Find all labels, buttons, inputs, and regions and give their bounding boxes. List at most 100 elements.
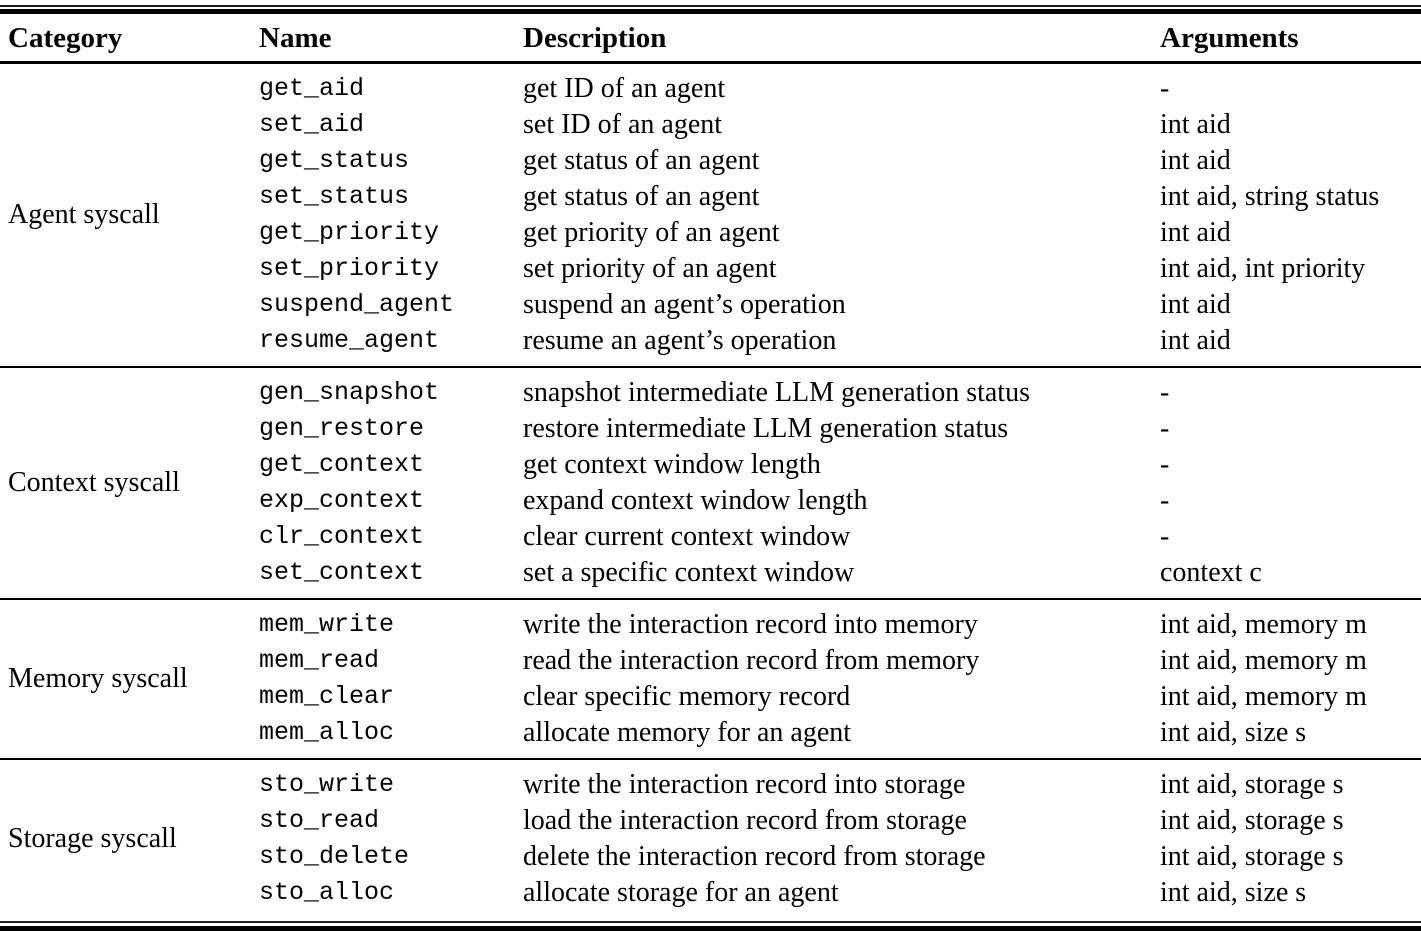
table-row: Memory syscall mem_write write the inter… <box>0 599 1421 694</box>
syscall-name: get_priority <box>259 218 440 247</box>
syscall-arguments: int aid, size s <box>1160 717 1307 748</box>
syscall-arguments: int aid <box>1160 145 1231 176</box>
syscall-description: get status of an agent <box>523 181 760 212</box>
syscall-arguments: int aid, int priority <box>1160 253 1366 284</box>
syscall-name: gen_snapshot <box>259 378 440 407</box>
syscall-name: get_aid <box>259 74 365 103</box>
syscall-name: clr_context <box>259 522 425 551</box>
syscall-arguments: int aid, storage s <box>1160 841 1344 872</box>
section-memory-syscall: Memory syscall mem_write write the inter… <box>0 599 1421 759</box>
syscall-arguments: int aid, memory m <box>1160 609 1367 640</box>
category-cell: Memory syscall <box>8 663 188 694</box>
column-header-description: Description <box>523 14 1160 64</box>
table-row: mem_read read the interaction record fro… <box>0 643 1421 679</box>
syscall-description: set ID of an agent <box>523 109 723 140</box>
column-header-arguments: Arguments <box>1160 14 1421 64</box>
top-rule-thick <box>0 9 1421 14</box>
syscall-description: set priority of an agent <box>523 253 777 284</box>
syscall-name: mem_write <box>259 610 395 639</box>
category-cell: Context syscall <box>8 467 180 498</box>
table-row: set_priority set priority of an agent in… <box>0 251 1421 287</box>
syscall-description: resume an agent’s operation <box>523 325 837 356</box>
syscall-description: get priority of an agent <box>523 217 780 248</box>
table-header-row: Category Name Description Arguments <box>0 14 1421 64</box>
syscall-arguments: int aid <box>1160 217 1231 248</box>
syscall-name: set_context <box>259 558 425 587</box>
syscall-arguments: int aid, size s <box>1160 877 1307 908</box>
bottom-rule-thick <box>0 926 1421 931</box>
syscall-description: read the interaction record from memory <box>523 645 980 676</box>
syscall-name: sto_write <box>259 770 395 799</box>
syscall-name: set_aid <box>259 110 365 139</box>
syscall-name: set_priority <box>259 254 440 283</box>
table-row: sto_delete delete the interaction record… <box>0 839 1421 875</box>
syscall-name: exp_context <box>259 486 425 515</box>
syscall-arguments: context c <box>1160 557 1262 588</box>
syscall-description: allocate memory for an agent <box>523 717 852 748</box>
syscall-name: get_status <box>259 146 410 175</box>
table-row: gen_restore restore intermediate LLM gen… <box>0 411 1421 447</box>
syscall-name: mem_clear <box>259 682 395 711</box>
syscall-description: suspend an agent’s operation <box>523 289 846 320</box>
category-cell: Storage syscall <box>8 823 177 854</box>
syscall-description: clear current context window <box>523 521 851 552</box>
syscall-description: get status of an agent <box>523 145 760 176</box>
syscalls-table: Category Name Description Arguments Agen… <box>0 14 1421 918</box>
syscall-arguments: int aid, memory m <box>1160 681 1367 712</box>
table-row: exp_context expand context window length… <box>0 483 1421 519</box>
table-row: mem_clear clear specific memory record i… <box>0 679 1421 715</box>
syscall-description: expand context window length <box>523 485 868 516</box>
table-row: Agent syscall get_aid get ID of an agent… <box>0 63 1421 230</box>
syscall-arguments: - <box>1160 73 1170 104</box>
category-cell: Agent syscall <box>8 199 160 230</box>
syscall-description: restore intermediate LLM generation stat… <box>523 413 1009 444</box>
syscall-arguments: int aid <box>1160 289 1231 320</box>
syscall-arguments: int aid <box>1160 325 1231 356</box>
syscall-arguments: int aid, memory m <box>1160 645 1367 676</box>
syscall-arguments: - <box>1160 449 1170 480</box>
syscall-arguments: - <box>1160 413 1170 444</box>
syscall-description: snapshot intermediate LLM generation sta… <box>523 377 1030 408</box>
syscall-name: mem_read <box>259 646 380 675</box>
table-row: Storage syscall sto_write write the inte… <box>0 759 1421 854</box>
syscall-arguments: int aid, storage s <box>1160 805 1344 836</box>
syscall-name: sto_read <box>259 806 380 835</box>
table-row: get_status get status of an agent int ai… <box>0 143 1421 179</box>
bottom-rule-thin <box>0 921 1421 923</box>
section-context-syscall: Context syscall gen_snapshot snapshot in… <box>0 367 1421 599</box>
table-row: resume_agent resume an agent’s operation… <box>0 323 1421 367</box>
table-row: get_context get context window length - <box>0 447 1421 483</box>
table-row: clr_context clear current context window… <box>0 519 1421 555</box>
column-header-name: Name <box>259 14 523 64</box>
section-storage-syscall: Storage syscall sto_write write the inte… <box>0 759 1421 918</box>
table-row: Context syscall gen_snapshot snapshot in… <box>0 367 1421 498</box>
table-row: set_context set a specific context windo… <box>0 555 1421 599</box>
table-row: suspend_agent suspend an agent’s operati… <box>0 287 1421 323</box>
syscall-name: get_context <box>259 450 425 479</box>
syscall-description: write the interaction record into memory <box>523 609 978 640</box>
syscall-arguments: - <box>1160 377 1170 408</box>
table-row: get_priority get priority of an agent in… <box>0 215 1421 251</box>
table-row: set_aid set ID of an agent int aid <box>0 107 1421 143</box>
syscall-name: sto_alloc <box>259 878 395 907</box>
syscall-description: delete the interaction record from stora… <box>523 841 986 872</box>
syscall-name: sto_delete <box>259 842 410 871</box>
syscall-arguments: - <box>1160 485 1170 516</box>
syscall-name: suspend_agent <box>259 290 455 319</box>
syscall-name: mem_alloc <box>259 718 395 747</box>
table-row: mem_alloc allocate memory for an agent i… <box>0 715 1421 759</box>
syscall-description: set a specific context window <box>523 557 855 588</box>
syscall-description: allocate storage for an agent <box>523 877 839 908</box>
syscall-name: gen_restore <box>259 414 425 443</box>
syscall-arguments: int aid, string status <box>1160 181 1380 212</box>
section-agent-syscall: Agent syscall get_aid get ID of an agent… <box>0 63 1421 368</box>
table-row: sto_alloc allocate storage for an agent … <box>0 875 1421 918</box>
top-rule-thin <box>0 5 1421 7</box>
syscall-description: get ID of an agent <box>523 73 726 104</box>
column-header-category: Category <box>0 14 259 64</box>
syscall-description: get context window length <box>523 449 821 480</box>
syscall-name: resume_agent <box>259 326 440 355</box>
table-row: sto_read load the interaction record fro… <box>0 803 1421 839</box>
syscall-arguments: int aid <box>1160 109 1231 140</box>
